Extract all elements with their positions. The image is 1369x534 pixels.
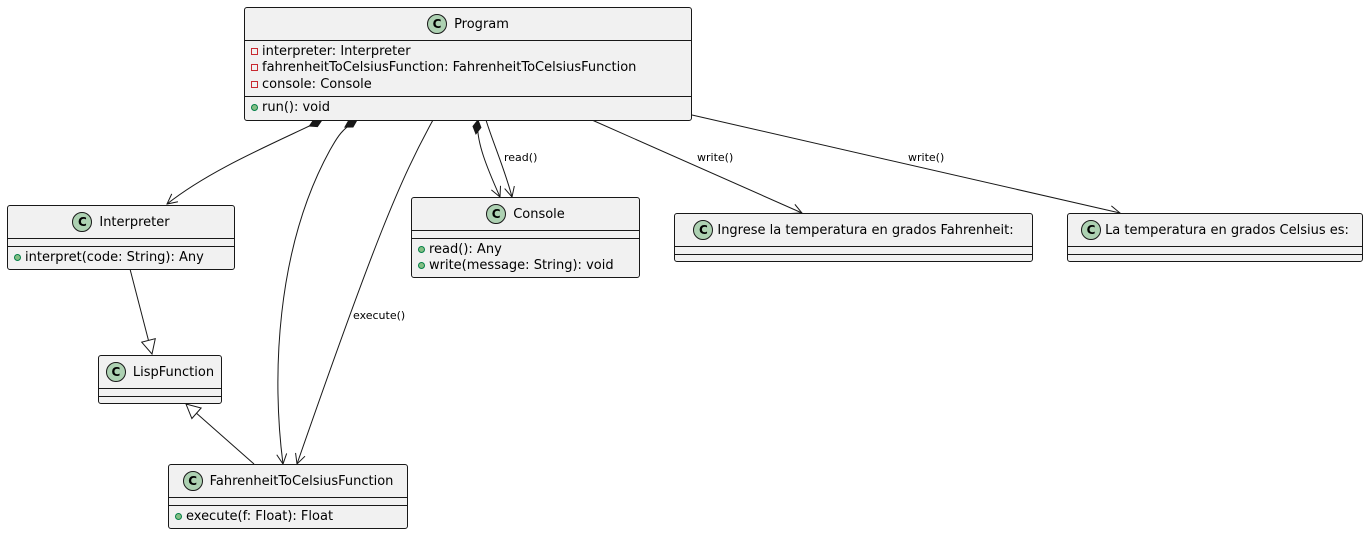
composition-program-f2c [278,120,357,464]
class-result-header: C La temperatura en grados Celsius es: [1068,214,1362,247]
class-interpreter: C Interpreter interpret(code: String): A… [7,205,235,270]
class-name: Program [454,16,509,32]
class-name: FahrenheitToCelsiusFunction [209,473,394,489]
class-prompt-header: C Ingrese la temperatura en grados Fahre… [675,214,1032,247]
class-f2c-attributes [169,498,407,506]
class-icon: C [1081,220,1102,240]
method-text: execute(f: Float): Float [186,508,334,524]
attribute-text: fahrenheitToCelsiusFunction: FahrenheitT… [262,60,637,76]
method-row: write(message: String): void [418,258,633,275]
class-fahrenheittocelsiusfunction: C FahrenheitToCelsiusFunction execute(f:… [168,464,408,529]
class-prompt-methods [675,255,1032,261]
private-visibility-icon [251,47,258,55]
method-row: run(): void [251,99,685,116]
edge-label-write-result: write() [908,151,945,164]
method-row: read(): Any [418,241,633,258]
private-visibility-icon [251,64,258,72]
class-icon: C [486,204,507,224]
public-visibility-icon [251,103,258,111]
class-icon: C [105,362,126,382]
dependency-program-f2c-execute [297,119,434,464]
class-name: Console [513,206,565,222]
inheritance-f2c-lispfunction [186,404,255,465]
class-prompt-fahrenheit: C Ingrese la temperatura en grados Fahre… [674,213,1033,262]
class-lispfunction-header: C LispFunction [99,356,221,389]
method-text: run(): void [262,99,330,115]
class-icon: C [693,220,714,240]
class-result-attributes [1068,247,1362,255]
class-console-methods: read(): Any write(message: String): void [412,239,639,277]
public-visibility-icon [14,253,21,261]
class-interpreter-header: C Interpreter [8,206,234,239]
public-visibility-icon [175,512,182,520]
dependency-program-result-write [691,114,1120,213]
class-interpreter-attributes [8,239,234,247]
public-visibility-icon [418,245,425,253]
edge-label-execute: execute() [353,309,406,322]
method-text: write(message: String): void [429,258,614,274]
private-visibility-icon [251,80,258,88]
class-name: Ingrese la temperatura en grados Fahrenh… [717,222,1014,238]
class-program-header: C Program [245,8,691,41]
class-name: Interpreter [99,214,170,230]
edge-label-read: read() [504,151,538,164]
class-program-attributes: interpreter: Interpreter fahrenheitToCel… [245,41,691,97]
class-console: C Console read(): Any write(message: Str… [411,197,640,278]
dependency-program-console-read [485,119,512,197]
class-program: C Program interpreter: Interpreter fahre… [244,7,692,121]
class-icon: C [427,14,448,34]
class-lispfunction-methods [99,397,221,403]
method-row: execute(f: Float): Float [175,508,401,525]
attribute-row: console: Console [251,76,685,93]
class-lispfunction-attributes [99,389,221,397]
attribute-row: fahrenheitToCelsiusFunction: FahrenheitT… [251,60,685,77]
attribute-text: console: Console [262,76,372,92]
public-visibility-icon [418,262,425,270]
class-prompt-attributes [675,247,1032,255]
class-console-attributes [412,231,639,239]
class-f2c-methods: execute(f: Float): Float [169,506,407,528]
class-result-celsius: C La temperatura en grados Celsius es: [1067,213,1363,262]
class-lispfunction: C LispFunction [98,355,222,404]
class-name: LispFunction [132,364,215,380]
attribute-text: interpreter: Interpreter [262,43,411,59]
inheritance-interpreter-lispfunction [129,268,152,354]
composition-program-console [478,120,500,197]
class-name: La temperatura en grados Celsius es: [1105,222,1349,238]
class-console-header: C Console [412,198,639,231]
dependency-program-prompt-write [591,119,802,213]
edge-label-write-prompt: write() [697,151,734,164]
method-row: interpret(code: String): Any [14,249,228,266]
class-result-methods [1068,255,1362,261]
class-program-methods: run(): void [245,97,691,119]
method-text: read(): Any [429,241,502,257]
class-interpreter-methods: interpret(code: String): Any [8,247,234,269]
method-text: interpret(code: String): Any [25,249,204,265]
class-icon: C [72,212,93,232]
class-icon: C [182,471,203,491]
attribute-row: interpreter: Interpreter [251,43,685,60]
composition-program-interpreter [167,120,322,204]
class-f2c-header: C FahrenheitToCelsiusFunction [169,465,407,498]
